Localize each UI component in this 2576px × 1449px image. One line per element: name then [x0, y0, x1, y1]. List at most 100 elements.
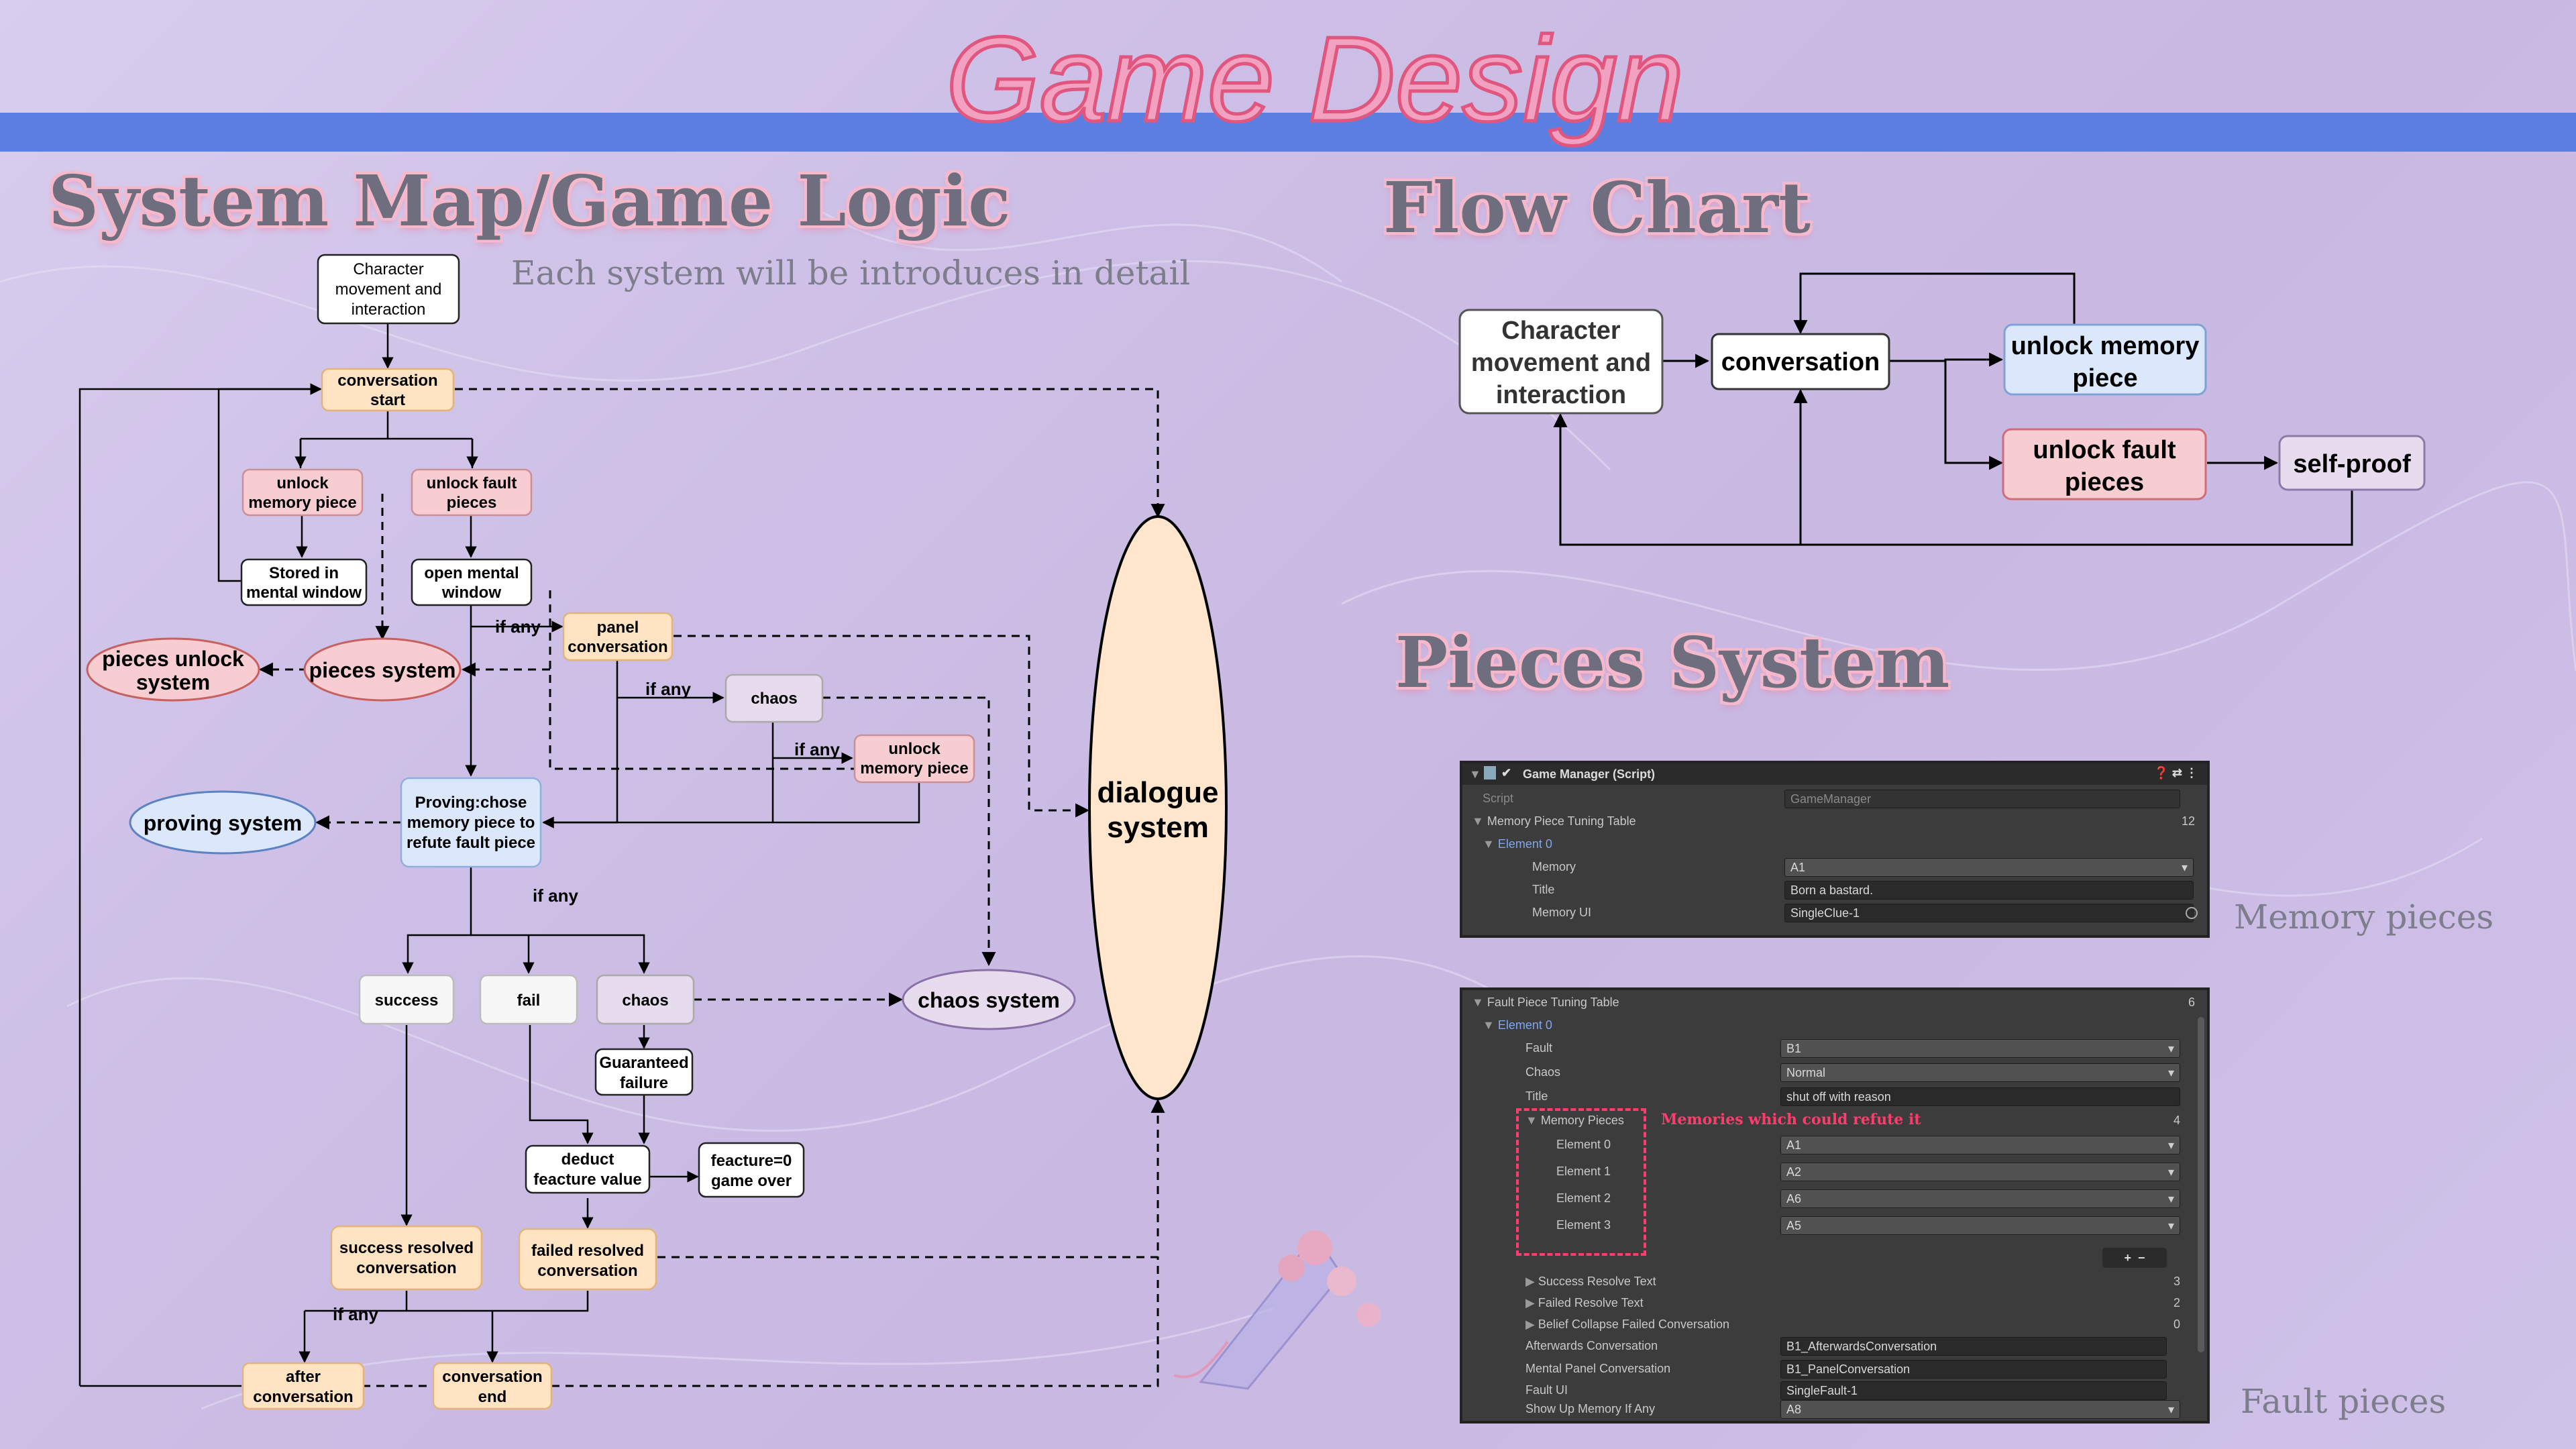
memory-piece-element-dropdown[interactable]: A5	[1780, 1216, 2180, 1235]
memory-label: Memory	[1532, 860, 1576, 873]
node-proving	[400, 777, 542, 868]
memory-piece-element-dropdown[interactable]: A1	[1780, 1136, 2180, 1155]
label: conversation	[253, 1388, 353, 1406]
main-title-text: Game Design	[946, 12, 1684, 147]
memory-table-row[interactable]: ▼ Memory Piece Tuning Table 12	[1472, 814, 2195, 828]
label: deduct	[561, 1150, 614, 1169]
fault-element0-row[interactable]: ▼ Element 0	[1483, 1018, 1552, 1032]
mental-panel-field[interactable]: B1_PanelConversation	[1780, 1360, 2167, 1379]
node-conversation-end	[432, 1362, 553, 1410]
fault-dropdown[interactable]: B1	[1780, 1039, 2180, 1058]
element0-label: Element 0	[1497, 837, 1552, 851]
fault-ui-label: Fault UI	[1525, 1383, 1568, 1397]
memory-piece-element-dropdown[interactable]: A2	[1780, 1163, 2180, 1181]
label: mental window	[246, 584, 362, 602]
fault-pieces-caption: Fault pieces	[2241, 1382, 2447, 1421]
memory-table-label: Memory Piece Tuning Table	[1487, 814, 1636, 828]
fault-ui-field[interactable]: SingleFault-1	[1780, 1381, 2167, 1400]
memory-piece-element-row: Element 3 A5	[1462, 1214, 2207, 1237]
label: open mental	[424, 564, 519, 582]
title-input[interactable]: Born a bastard.	[1784, 881, 2194, 900]
success-text-label: Success Resolve Text	[1538, 1275, 1656, 1288]
label: unlock	[276, 474, 329, 492]
node-failed-resolved	[518, 1228, 657, 1291]
component-menu-icon[interactable]: ❓ ⇄ ⋮	[2153, 766, 2198, 780]
label: conversation	[1721, 348, 1880, 376]
chaos-dropdown[interactable]: Normal	[1780, 1063, 2180, 1082]
memory-piece-element-label: Element 0	[1556, 1138, 1611, 1151]
label: after	[286, 1368, 321, 1386]
label: conversation	[337, 372, 437, 390]
label: refute fault piece	[407, 834, 535, 852]
label: conversation	[356, 1259, 456, 1277]
fault-table-row[interactable]: ▼ Fault Piece Tuning Table 6	[1472, 996, 2195, 1009]
collapse-arrow-icon[interactable]: ▼	[1469, 767, 1481, 781]
label: dialogue	[1097, 776, 1219, 809]
label: movement and	[335, 280, 442, 299]
label: window	[441, 584, 501, 602]
node-panel-conversation	[562, 612, 674, 661]
node-chaos	[724, 674, 824, 723]
if-any-label: if any	[794, 739, 840, 759]
label: piece	[2072, 364, 2137, 392]
chaos-row: Chaos Normal	[1462, 1061, 2207, 1084]
label: failed resolved	[531, 1242, 644, 1260]
element0-row[interactable]: ▼ Element 0	[1483, 837, 1552, 851]
label: pieces unlock	[102, 647, 244, 671]
memory-row: Memory A1	[1462, 856, 2207, 879]
node-unlock-memory-2	[853, 734, 975, 784]
component-title: Game Manager (Script)	[1523, 767, 1656, 781]
main-title: Game Design	[944, 11, 1685, 149]
label: Character	[353, 260, 423, 278]
label: game over	[711, 1172, 792, 1190]
failed-text-label: Failed Resolve Text	[1538, 1296, 1644, 1309]
object-picker-icon[interactable]	[2186, 907, 2198, 919]
node-conversation-start	[321, 368, 455, 412]
belief-row[interactable]: ▶ Belief Collapse Failed Conversation 0	[1525, 1318, 2180, 1331]
show-up-dropdown[interactable]: A8	[1780, 1400, 2180, 1419]
memory-ui-row: Memory UI SingleClue-1	[1462, 902, 2207, 924]
label: memory piece	[248, 494, 356, 512]
label: pieces	[447, 494, 497, 512]
memory-piece-element-dropdown[interactable]: A6	[1780, 1189, 2180, 1208]
afterwards-label: Afterwards Conversation	[1525, 1339, 1658, 1352]
system-map-subtitle: Each system will be introduces in detail	[511, 254, 1191, 292]
if-any-label: if any	[533, 885, 578, 906]
label: proving system	[144, 811, 303, 835]
node-chaos-system	[902, 969, 1076, 1030]
label: chaos system	[918, 988, 1060, 1012]
afterwards-field[interactable]: B1_AfterwardsConversation	[1780, 1337, 2167, 1356]
enabled-checkbox[interactable]: ✔	[1501, 766, 1512, 780]
add-remove-buttons[interactable]: + −	[2102, 1248, 2167, 1268]
node-pieces-unlock-system	[86, 637, 260, 702]
label: failure	[620, 1074, 668, 1092]
fault-label: Fault	[1525, 1041, 1553, 1055]
label: panel	[597, 619, 639, 637]
belief-label: Belief Collapse Failed Conversation	[1538, 1318, 1730, 1331]
fault-title-input[interactable]: shut off with reason	[1780, 1087, 2180, 1106]
memory-pieces-row[interactable]: ▼ Memory Pieces 4 Memories which could r…	[1525, 1111, 2180, 1128]
bouquet-decoration	[1173, 1230, 1381, 1390]
scrollbar[interactable]	[2198, 1017, 2204, 1352]
fault-ui-row: Fault UI SingleFault-1	[1462, 1379, 2207, 1402]
label: system	[136, 670, 210, 694]
success-text-row[interactable]: ▶ Success Resolve Text 3	[1525, 1275, 2180, 1288]
label: unlock fault	[427, 474, 517, 492]
title-row: Title Born a bastard.	[1462, 879, 2207, 902]
flow-node-unlock-fault	[2002, 428, 2207, 500]
node-open-mental	[411, 558, 533, 606]
flow-node-unlock-memory	[2003, 323, 2207, 396]
label: movement and	[1471, 349, 1651, 377]
script-field: GameManager	[1784, 790, 2180, 808]
memory-ui-field[interactable]: SingleClue-1	[1784, 904, 2194, 922]
if-any-label: if any	[495, 616, 541, 637]
memory-dropdown[interactable]: A1	[1784, 858, 2194, 877]
belief-count: 0	[2173, 1318, 2180, 1331]
annotation-dashed-box	[1516, 1108, 1646, 1256]
label: start	[370, 391, 405, 409]
failed-text-row[interactable]: ▶ Failed Resolve Text 2	[1525, 1296, 2180, 1309]
label: chaos	[751, 690, 797, 708]
memory-piece-element-label: Element 3	[1556, 1218, 1611, 1232]
